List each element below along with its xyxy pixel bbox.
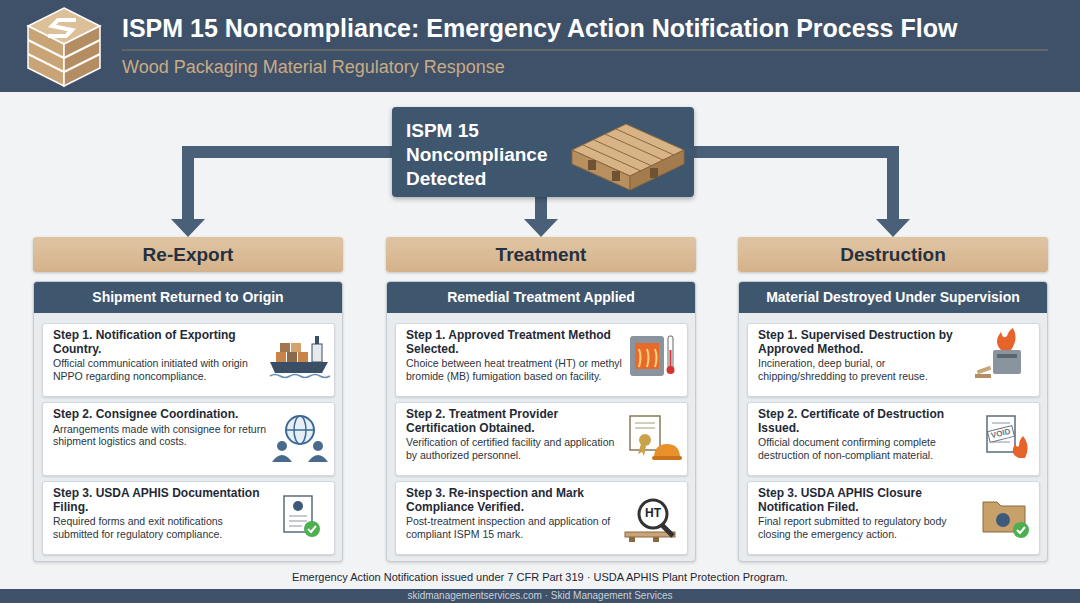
branch-title: Treatment: [386, 237, 696, 272]
step-title: Step 1. Approved Treatment Method Select…: [406, 329, 623, 356]
panel-heading: Material Destroyed Under Supervision: [739, 282, 1047, 313]
step-title: Step 1. Notification of Exporting Countr…: [53, 329, 270, 356]
step-box: Step 3. USDA APHIS Documentation Filing.…: [42, 481, 335, 555]
step-title: Step 2. Consignee Coordination.: [53, 408, 270, 422]
subtitle: Wood Packaging Material Regulatory Respo…: [122, 56, 722, 78]
branch-tab: Treatment: [386, 237, 696, 272]
step-body: Verification of certified facility and a…: [406, 436, 623, 461]
step-body: Post-treatment inspection and applicatio…: [406, 515, 623, 540]
branch-tab: Re-Export: [33, 237, 343, 272]
branch-tab: Destruction: [738, 237, 1048, 272]
branch-panel: Material Destroyed Under SupervisionStep…: [738, 281, 1048, 562]
step-body: Official document confirming complete de…: [758, 436, 975, 461]
mark-label: HT: [639, 506, 667, 520]
flow-arrow: [171, 152, 392, 237]
start-box: ISPM 15 Noncompliance Detected: [392, 107, 694, 197]
step-title: Step 3. USDA APHIS Closure Notification …: [758, 487, 975, 514]
branch-panel: Shipment Returned to OriginStep 1. Notif…: [33, 281, 343, 562]
step-title: Step 2. Certificate of Destruction Issue…: [758, 408, 975, 435]
branch-title: Re-Export: [33, 237, 343, 272]
step-box: Step 2. Treatment Provider Certification…: [395, 402, 688, 476]
panel-heading: Remedial Treatment Applied: [387, 282, 695, 313]
arrow-head: [171, 219, 205, 237]
flow-line: [535, 197, 547, 221]
step-body: Official communication initiated with or…: [53, 357, 270, 382]
step-box: Step 2. Consignee Coordination.Arrangeme…: [42, 402, 335, 476]
footer-url: skidmanagementservices.com · Skid Manage…: [290, 590, 790, 602]
step-title: Step 1. Supervised Destruction by Approv…: [758, 329, 975, 356]
arrow-head: [524, 219, 558, 237]
start-text: ISPM 15 Noncompliance Detected: [406, 119, 566, 191]
step-box: Step 1. Notification of Exporting Countr…: [42, 323, 335, 397]
step-box: Step 3. Re-inspection and Mark Complianc…: [395, 481, 688, 555]
flow-line: [188, 152, 392, 221]
step-title: Step 2. Treatment Provider Certification…: [406, 408, 623, 435]
step-body: Incineration, deep burial, or chipping/s…: [758, 357, 975, 382]
step-box: Step 1. Approved Treatment Method Select…: [395, 323, 688, 397]
panel-heading: Shipment Returned to Origin: [34, 282, 342, 313]
step-body: Choice between heat treatment (HT) or me…: [406, 357, 623, 382]
diagram-caption: Emergency Action Notification issued und…: [90, 570, 990, 584]
flow-line: [694, 152, 893, 221]
diagram-title: ISPM 15 Noncompliance: Emergency Action …: [122, 13, 1072, 43]
step-body: Final report submitted to regulatory bod…: [758, 515, 975, 540]
step-box: Step 3. USDA APHIS Closure Notification …: [747, 481, 1040, 555]
step-box: Step 1. Supervised Destruction by Approv…: [747, 323, 1040, 397]
header-band: [0, 0, 1080, 92]
flow-arrow: [524, 197, 558, 237]
flow-arrow: [694, 152, 910, 237]
arrow-head: [876, 219, 910, 237]
logo-icon: [28, 8, 100, 86]
step-body: Required forms and exit notifications su…: [53, 515, 270, 540]
step-body: Arrangements made with consignee for ret…: [53, 423, 270, 448]
step-title: Step 3. Re-inspection and Mark Complianc…: [406, 487, 623, 514]
title-rule: [122, 50, 1048, 51]
branch-title: Destruction: [738, 237, 1048, 272]
step-title: Step 3. USDA APHIS Documentation Filing.: [53, 487, 270, 514]
